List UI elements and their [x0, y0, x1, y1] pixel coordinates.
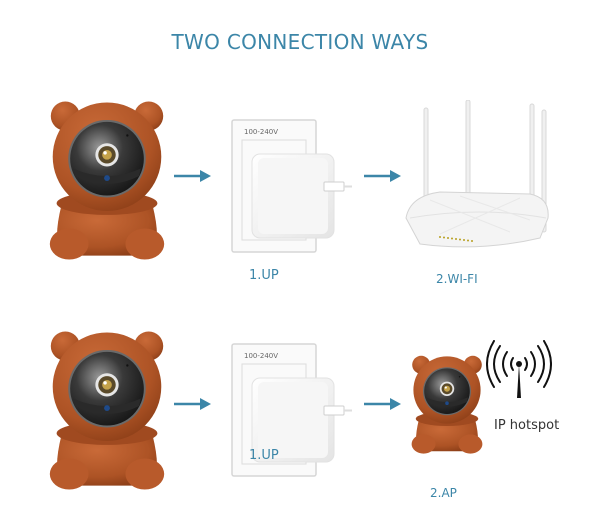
- arrow-right-icon: [364, 396, 402, 410]
- arrow-right-icon: [174, 168, 212, 182]
- step-caption: 1.UP: [249, 448, 279, 463]
- bear-camera-icon: [44, 98, 170, 264]
- bear-camera-icon: [408, 354, 486, 456]
- bear-camera-icon: [44, 328, 170, 494]
- antenna-signal-icon: [486, 340, 552, 400]
- step-caption: 2.AP: [430, 486, 457, 500]
- arrow-right-icon: [364, 168, 402, 182]
- page-title: TWO CONNECTION WAYS: [171, 30, 429, 54]
- hotspot-label: IP hotspot: [494, 418, 560, 433]
- arrow-right-icon: [174, 396, 212, 410]
- step-caption: 1.UP: [249, 268, 279, 283]
- power-adapter-icon: [224, 338, 354, 488]
- step-caption: 2.WI-FI: [436, 272, 478, 286]
- power-adapter-icon: [224, 114, 354, 264]
- wifi-router-icon: [400, 99, 560, 260]
